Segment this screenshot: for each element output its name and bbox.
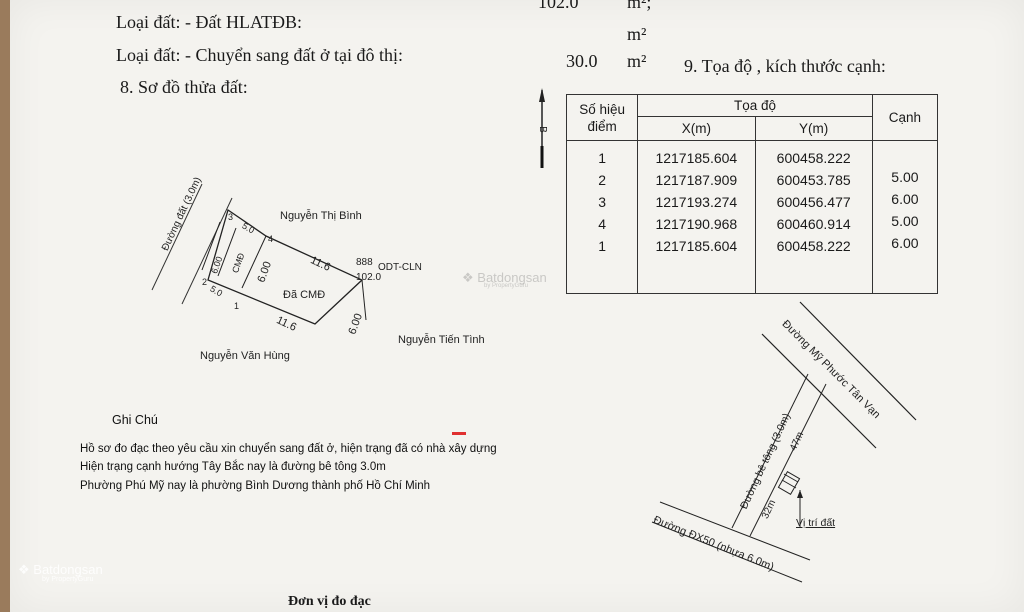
- survey-unit-label: Đơn vị đo đạc: [288, 594, 371, 609]
- top-area-unit: m²;: [627, 0, 652, 12]
- land-code: ODT-CLN: [378, 262, 422, 273]
- site-label: Vị trí đất: [796, 517, 836, 529]
- table-row-point: 3: [598, 194, 606, 210]
- notes-title: Ghi Chú: [112, 413, 158, 427]
- table-row-y: 600460.914: [776, 216, 851, 232]
- red-mark: [452, 432, 466, 435]
- neighbor-top: Nguyễn Thị Bình: [280, 210, 362, 222]
- neighbor-right: Nguyễn Tiến Tình: [398, 334, 485, 346]
- table-row-edge: 5.00: [891, 169, 919, 185]
- watermark-corner: ❖ Batdongsan by PropertyGuru: [18, 562, 103, 583]
- table-row-y: 600458.222: [776, 238, 851, 254]
- point-column: 1 2 3 4 1: [565, 140, 639, 294]
- neighbor-bottom: Nguyễn Văn Hùng: [200, 350, 290, 362]
- section-9-title: 9. Tọa độ , kích thước cạnh:: [684, 56, 886, 76]
- location-map: [651, 301, 917, 583]
- table-row-y: 600458.222: [776, 150, 851, 166]
- table-row-point: 1: [598, 150, 606, 166]
- parcel-area: 102.0: [356, 272, 382, 283]
- land-type-line-1-unit: m²: [627, 24, 647, 44]
- logo-icon: ❖: [462, 270, 474, 285]
- north-label: B: [536, 126, 548, 133]
- table-row-edge: 6.00: [891, 235, 919, 251]
- point-2: 2: [202, 277, 208, 287]
- table-row-x: 1217193.274: [655, 194, 738, 210]
- north-arrow-icon: [539, 88, 545, 168]
- table-row-edge: 5.00: [891, 213, 919, 229]
- notes-line-2: Hiện trạng cạnh hướng Tây Bắc nay là đườ…: [80, 461, 386, 473]
- plot-sketch: [151, 183, 367, 325]
- land-type-line-1: Loại đất: - Đất HLATĐB:: [116, 12, 302, 32]
- logo-icon: ❖: [18, 562, 30, 577]
- y-column: 600458.222 600453.785 600456.477 600460.…: [754, 140, 873, 294]
- table-row-x: 1217185.604: [655, 238, 738, 254]
- notes-line-3: Phường Phú Mỹ nay là phường Bình Dương t…: [80, 480, 431, 492]
- point-1: 1: [234, 301, 240, 311]
- top-area-value: 102.0: [538, 0, 579, 12]
- parcel-number: 888: [356, 257, 373, 268]
- land-type-line-2: Loại đất: - Chuyển sang đất ở tại đô thị…: [116, 45, 403, 65]
- watermark-brand: Batdongsan: [33, 562, 103, 577]
- watermark-brand: Batdongsan: [477, 270, 547, 285]
- table-row-y: 600456.477: [776, 194, 851, 210]
- edge-column: 5.00 6.00 5.00 6.00: [871, 140, 939, 294]
- point-3: 3: [228, 212, 234, 222]
- table-row-edge: 6.00: [891, 191, 919, 207]
- header-point: Số hiệu điểm: [565, 94, 639, 141]
- point-4: 4: [268, 234, 274, 244]
- coordinates-table: Số hiệu điểm Tọa độ Cạnh X(m) Y(m) 1 2 3…: [565, 94, 939, 294]
- table-row-point: 2: [598, 172, 606, 188]
- table-row-x: 1217187.909: [655, 172, 738, 188]
- header-coord: Tọa độ: [637, 94, 873, 117]
- parcel-label: Đã CMĐ: [283, 289, 326, 301]
- x-column: 1217185.604 1217187.909 1217193.274 1217…: [637, 140, 756, 294]
- watermark-sub: by PropertyGuru: [484, 283, 529, 289]
- header-y: Y(m): [754, 116, 873, 141]
- watermark-center: ❖ Batdongsan by PropertyGuru: [462, 270, 547, 289]
- header-x: X(m): [637, 116, 756, 141]
- table-row-y: 600453.785: [776, 172, 851, 188]
- header-edge: Cạnh: [871, 94, 939, 141]
- table-row-point: 1: [598, 238, 606, 254]
- watermark-sub: by PropertyGuru: [42, 576, 94, 583]
- notes-line-1: Hồ sơ đo đạc theo yêu cầu xin chuyển san…: [80, 443, 497, 455]
- table-row-x: 1217190.968: [655, 216, 738, 232]
- table-row-x: 1217185.604: [655, 150, 738, 166]
- section-8-title: 8. Sơ đồ thửa đất:: [120, 77, 248, 97]
- land-type-line-2-value: 30.0: [566, 51, 598, 71]
- land-type-line-2-unit: m²: [627, 51, 647, 71]
- table-row-point: 4: [598, 216, 606, 232]
